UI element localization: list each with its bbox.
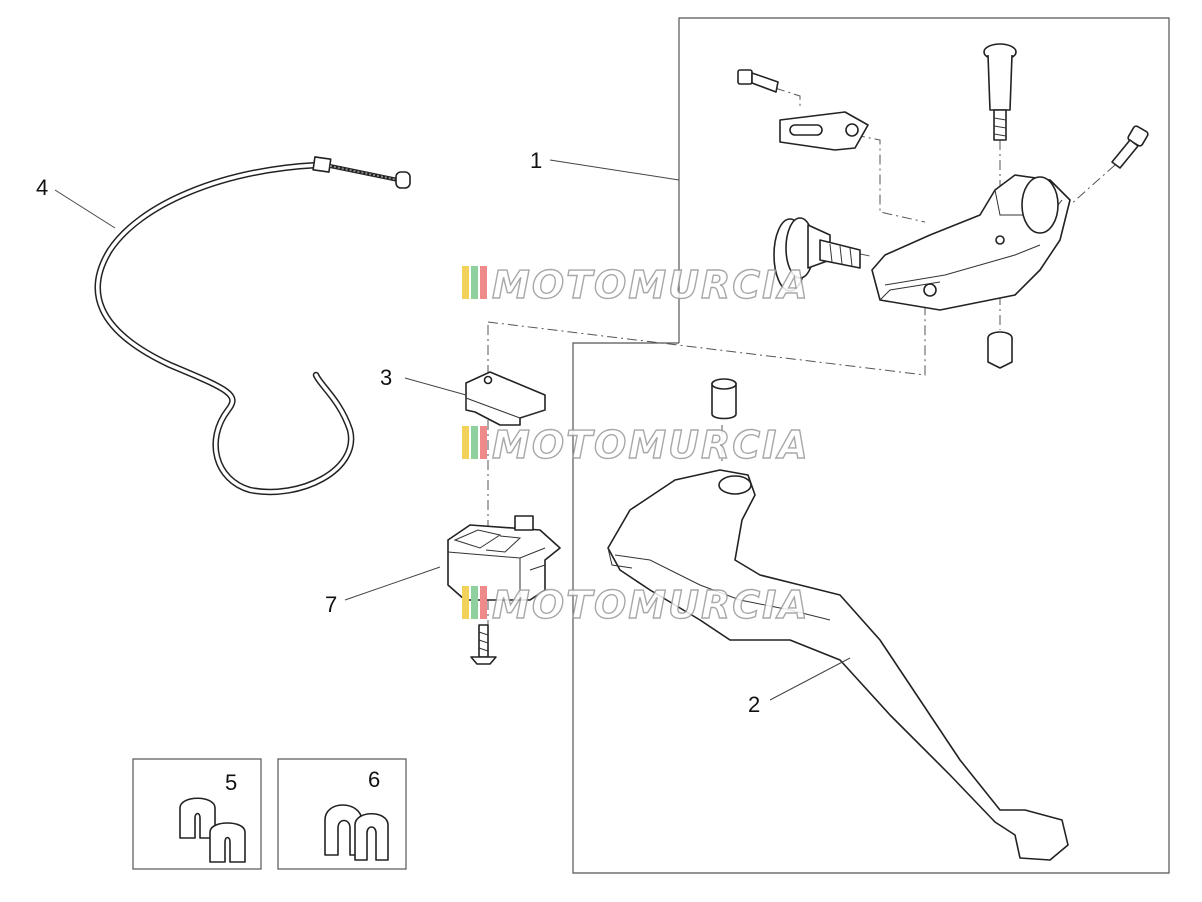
callout-3: 3	[380, 365, 392, 390]
watermark-text: MOTOMURCIA	[492, 583, 810, 627]
part-1-assembly	[737, 43, 1149, 369]
part-3-switch	[465, 371, 546, 426]
watermark-text: MOTOMURCIA	[492, 423, 810, 467]
watermark-middle: MOTOMURCIA	[462, 422, 810, 468]
callout-2: 2	[748, 692, 760, 717]
watermark-text: MOTOMURCIA	[492, 263, 810, 307]
part-4-cable	[94, 156, 411, 496]
assembly-1-frame	[572, 17, 1170, 874]
screw-under-7	[470, 624, 497, 665]
callout-7: 7	[325, 592, 337, 617]
part-6-clip	[324, 804, 389, 861]
watermark-top: MOTOMURCIA	[462, 262, 810, 308]
watermark-bottom: MOTOMURCIA	[462, 582, 810, 628]
part-6-box	[277, 758, 407, 870]
assembly-lines	[487, 87, 1116, 625]
part-5-box	[132, 758, 262, 870]
callout-1: 1	[530, 148, 542, 173]
callout-5: 5	[225, 770, 237, 795]
callout-6: 6	[368, 767, 380, 792]
part-7-holder	[447, 515, 561, 601]
callout-4: 4	[36, 175, 48, 200]
leader-lines	[54, 159, 851, 701]
part-2-lever	[607, 378, 1069, 861]
part-5-clip	[179, 797, 246, 863]
